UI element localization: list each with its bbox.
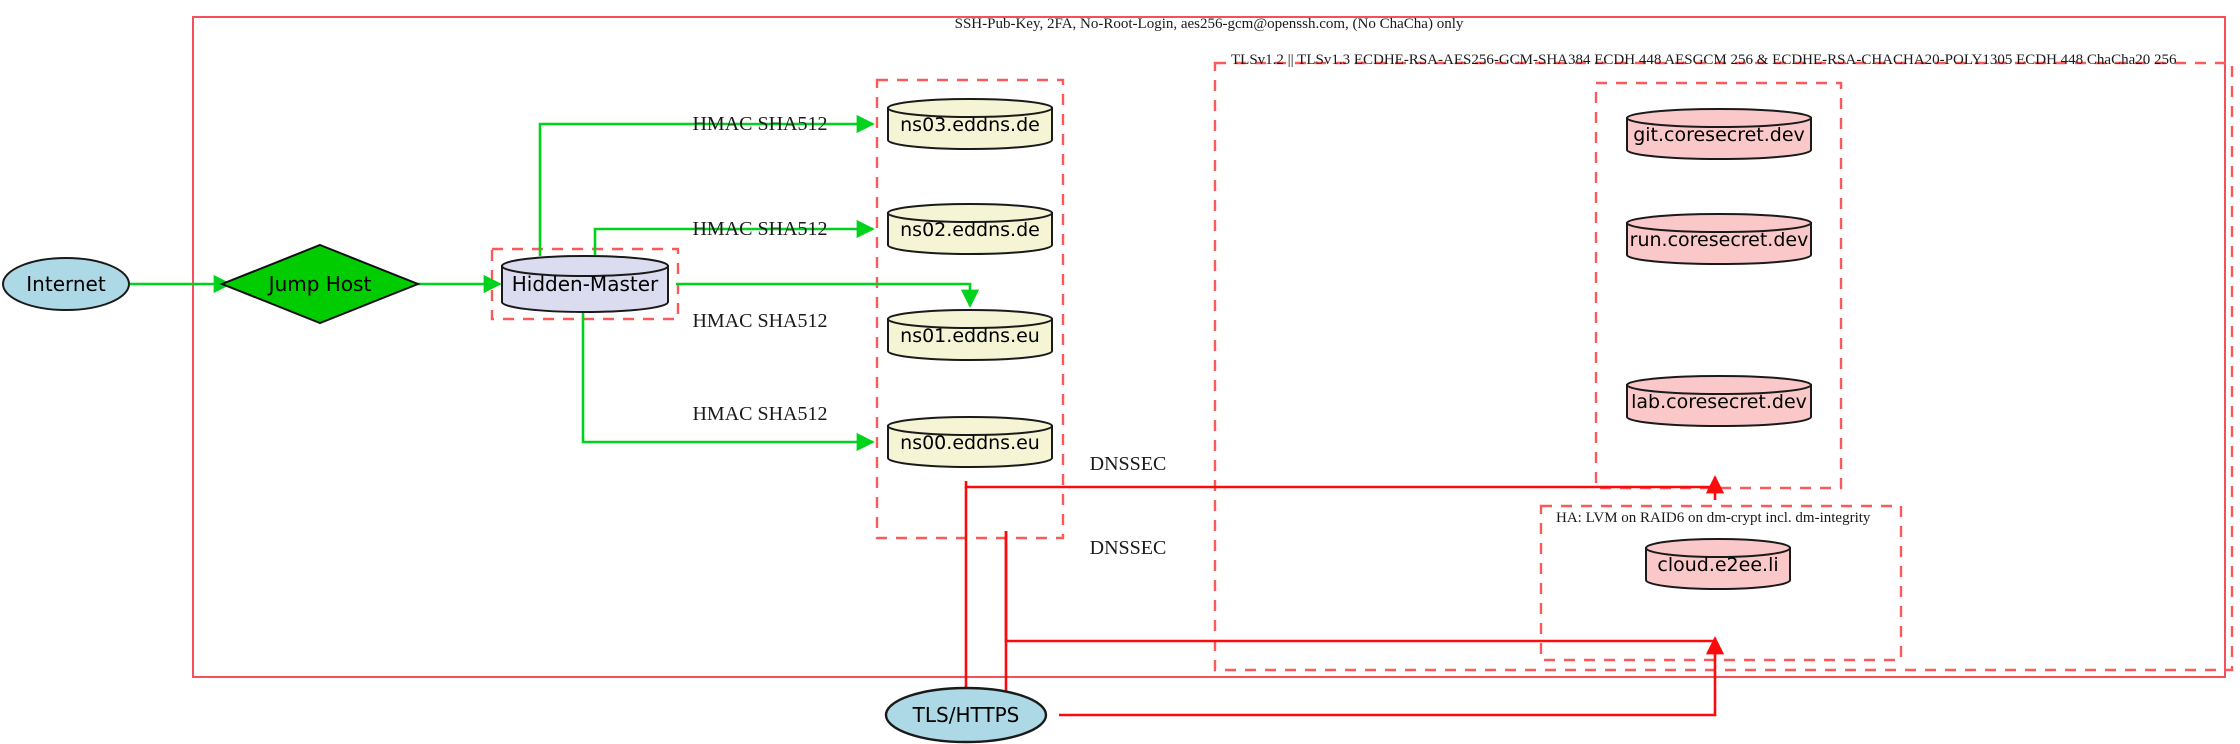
internet-label: Internet <box>26 272 106 296</box>
hidden-master-cylinder-body <box>501 265 669 313</box>
edge-hiddenmaster-to-ns01 <box>676 282 980 308</box>
edge-label-hmac-ns00: HMAC SHA512 <box>692 403 827 425</box>
ha-boundary-box <box>1539 504 1903 662</box>
hidden-master-cylinder-top <box>501 255 669 277</box>
edge-label-hmac-ns03: HMAC SHA512 <box>692 113 827 135</box>
jump-host-diamond-shape <box>219 243 421 325</box>
git-cylinder-top <box>1626 108 1812 128</box>
ssh-policy-banner: SSH-Pub-Key, 2FA, No-Root-Login, aes256-… <box>955 16 1464 32</box>
ns03-label: ns03.eddns.de <box>900 114 1040 136</box>
hidden-master-label: Hidden-Master <box>512 272 659 296</box>
ns00-label: ns00.eddns.eu <box>900 432 1040 454</box>
edge-hiddenmaster-to-ns00 <box>581 312 875 452</box>
git-label: git.coresecret.dev <box>1633 124 1805 146</box>
tls-boundary-box <box>1213 61 2234 672</box>
jump-host-label: Jump Host <box>267 272 372 296</box>
ns03-cylinder-top <box>887 98 1053 118</box>
node-internet[interactable]: Internet <box>2 257 130 311</box>
ns01-label: ns01.eddns.eu <box>900 325 1040 347</box>
ns01-cylinder-body <box>887 318 1053 361</box>
lab-label: lab.coresecret.dev <box>1631 391 1807 413</box>
node-cloud-e2ee[interactable]: cloud.e2ee.li <box>1645 538 1791 590</box>
run-cylinder-body <box>1626 222 1812 265</box>
node-lab-coresecret[interactable]: lab.coresecret.dev <box>1626 375 1812 427</box>
coresecret-boundary-box <box>1594 81 1843 490</box>
ssh-boundary-box <box>192 16 2226 678</box>
tls-https-ellipse-shape <box>884 686 1048 744</box>
ns02-label: ns02.eddns.de <box>900 219 1040 241</box>
ns00-cylinder-top <box>887 416 1053 436</box>
node-tls-https[interactable]: TLS/HTTPS <box>884 686 1048 744</box>
cloud-cylinder-top <box>1645 538 1791 558</box>
node-run-coresecret[interactable]: run.coresecret.dev <box>1626 213 1812 265</box>
internet-ellipse-shape <box>2 257 130 311</box>
git-cylinder-body <box>1626 117 1812 160</box>
ns00-cylinder-body <box>887 425 1053 468</box>
edge-label-dnssec-lower: DNSSEC <box>1090 537 1167 559</box>
ns01-cylinder-top <box>887 309 1053 329</box>
edge-hiddenmaster-to-ns02 <box>593 219 875 256</box>
edge-dnssec-upper-path <box>964 481 1717 489</box>
ns02-cylinder-top <box>887 203 1053 223</box>
edge-tls-to-services <box>1059 664 1717 717</box>
ns02-cylinder-body <box>887 212 1053 255</box>
edge-label-hmac-ns01: HMAC SHA512 <box>692 310 827 332</box>
lab-cylinder-body <box>1626 384 1812 427</box>
node-jump-host[interactable]: Jump Host <box>219 243 421 325</box>
node-ns02[interactable]: ns02.eddns.de <box>887 203 1053 255</box>
cloud-label: cloud.e2ee.li <box>1657 554 1778 576</box>
node-ns00[interactable]: ns00.eddns.eu <box>887 416 1053 468</box>
tls-https-label: TLS/HTTPS <box>912 703 1020 727</box>
run-label: run.coresecret.dev <box>1630 229 1809 251</box>
ns03-cylinder-body <box>887 107 1053 150</box>
lab-cylinder-top <box>1626 375 1812 395</box>
edge-label-dnssec-upper: DNSSEC <box>1090 453 1167 475</box>
edge-label-hmac-ns02: HMAC SHA512 <box>692 218 827 240</box>
tls-policy-banner: TLSv1.2 || TLSv1.3 ECDHE-RSA-AES256-GCM-… <box>1231 52 2177 68</box>
cloud-cylinder-body <box>1645 547 1791 590</box>
edge-hiddenmaster-to-ns03 <box>538 114 875 256</box>
node-ns03[interactable]: ns03.eddns.de <box>887 98 1053 150</box>
node-git-coresecret[interactable]: git.coresecret.dev <box>1626 108 1812 160</box>
ha-storage-banner: HA: LVM on RAID6 on dm-crypt incl. dm-in… <box>1556 510 1871 526</box>
run-cylinder-top <box>1626 213 1812 233</box>
node-ns01[interactable]: ns01.eddns.eu <box>887 309 1053 361</box>
node-hidden-master[interactable]: Hidden-Master <box>501 255 669 313</box>
